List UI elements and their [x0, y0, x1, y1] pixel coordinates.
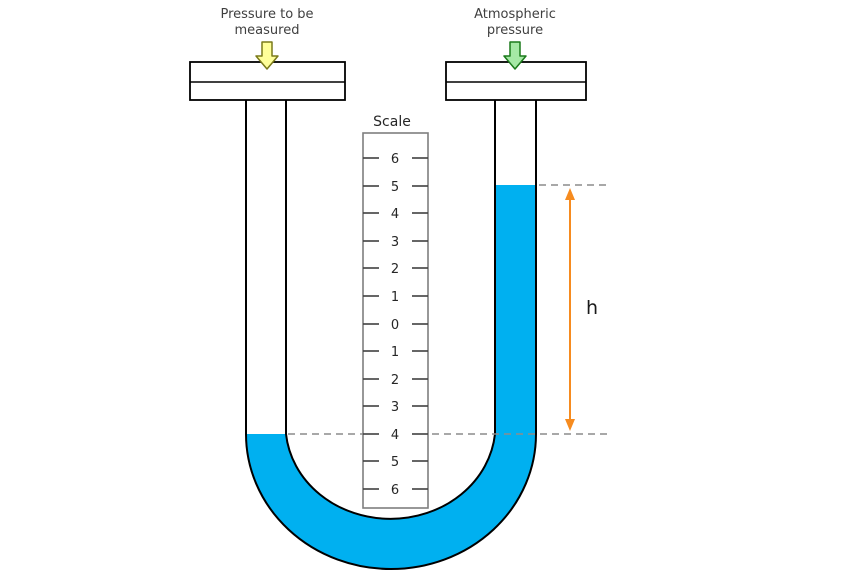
scale-number: 5: [391, 180, 399, 195]
scale-number: 6: [391, 483, 399, 498]
atmospheric-down-arrow-icon: [503, 41, 527, 70]
scale-number: 4: [391, 428, 399, 443]
scale-number: 6: [391, 152, 399, 167]
svg-text:Pressure to be: Pressure to be: [220, 7, 313, 22]
height-arrowhead-bottom: [565, 419, 575, 431]
svg-text:measured: measured: [235, 23, 300, 38]
manometer-liquid: [246, 185, 536, 569]
svg-text:Atmospheric: Atmospheric: [474, 7, 556, 22]
u-tube-outline: [245, 100, 537, 570]
scale-number: 1: [391, 290, 399, 305]
scale-number: 2: [391, 373, 399, 388]
scale-ticks: [363, 157, 428, 490]
scale-number: 0: [391, 318, 399, 333]
scale-box: [362, 132, 429, 509]
scale-number: 3: [391, 235, 399, 250]
pressure-to-be-measured-label: Pressure to be measured: [220, 7, 313, 38]
scale-number: 2: [391, 262, 399, 277]
scale-numbers: 6 5 4 3 2 1 0 1 2 3 4 5 6: [391, 152, 399, 498]
scale-number: 5: [391, 455, 399, 470]
scale-number: 3: [391, 400, 399, 415]
pressure-down-arrow-icon: [255, 41, 279, 70]
scale-number: 4: [391, 207, 399, 222]
height-arrow: [565, 188, 575, 431]
atmospheric-pressure-label: Atmospheric pressure: [474, 7, 556, 38]
height-label: h: [586, 297, 598, 319]
svg-text:pressure: pressure: [487, 23, 543, 38]
scale-title: Scale: [373, 114, 411, 130]
scale-number: 1: [391, 345, 399, 360]
height-arrowhead-top: [565, 188, 575, 200]
